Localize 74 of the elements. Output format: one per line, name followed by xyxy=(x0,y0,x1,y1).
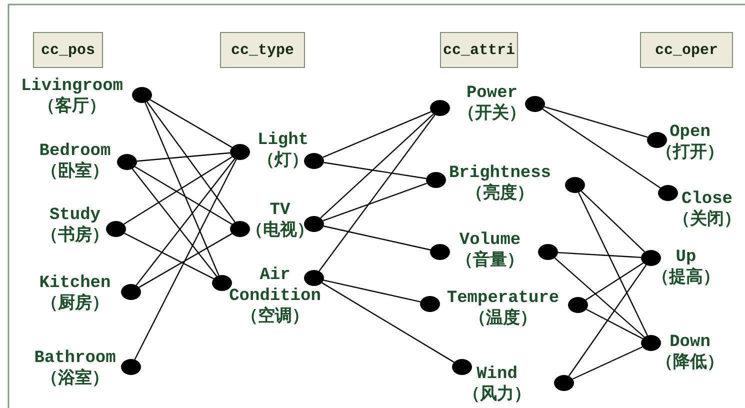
connector-line xyxy=(322,182,428,222)
connector-line xyxy=(124,156,232,225)
item-label: Open （打开） xyxy=(656,122,724,164)
item-label: Air Condition （空调） xyxy=(229,265,321,328)
connector-line xyxy=(322,282,454,363)
connector-line xyxy=(136,158,236,286)
dot xyxy=(420,296,440,312)
dot xyxy=(430,244,450,260)
dot xyxy=(304,153,324,169)
connector-line xyxy=(134,159,237,360)
connector-line xyxy=(585,262,644,300)
dot xyxy=(121,359,141,375)
item-label: Brightness （亮度） xyxy=(448,163,552,205)
connector-line xyxy=(136,152,230,162)
dot xyxy=(304,270,324,286)
connector-line xyxy=(558,252,642,258)
connector-line xyxy=(138,233,232,288)
header-box: cc_pos xyxy=(33,32,103,68)
item-label: TV （电视） xyxy=(246,200,314,242)
connector-line xyxy=(320,114,434,218)
item-label: Volume （音量） xyxy=(456,230,524,272)
dot xyxy=(106,221,126,237)
connector-line xyxy=(144,102,220,276)
connector-line xyxy=(580,190,646,252)
connector-line xyxy=(134,166,232,225)
item-label: Temperature （温度） xyxy=(446,288,560,330)
header-box: cc_oper xyxy=(640,32,733,68)
dot xyxy=(452,359,472,375)
header-box: cc_attri xyxy=(440,32,518,68)
connector-line xyxy=(324,280,420,302)
item-label: Close （关闭） xyxy=(673,189,741,231)
connector-line xyxy=(146,102,236,222)
connector-line xyxy=(124,232,214,280)
connector-line xyxy=(324,226,430,250)
dot xyxy=(230,144,250,160)
dot xyxy=(647,132,667,148)
item-label: Down （降低） xyxy=(656,332,724,374)
dot xyxy=(117,154,137,170)
connector-line xyxy=(572,346,643,380)
item-label: Up （提高） xyxy=(652,247,720,289)
dot xyxy=(641,335,661,351)
dot xyxy=(430,100,450,116)
item-label: Livingroom （客厅） xyxy=(20,76,124,118)
item-label: Wind （风力） xyxy=(463,364,531,406)
connector-line xyxy=(132,168,218,277)
dot xyxy=(568,297,588,313)
item-label: Study （书房） xyxy=(41,205,109,247)
dot xyxy=(554,375,574,391)
dot xyxy=(304,216,324,232)
item-label: Bedroom （卧室） xyxy=(39,141,111,183)
connector-line xyxy=(322,111,432,158)
connector-line xyxy=(554,257,645,338)
connector-line xyxy=(586,308,643,340)
dot xyxy=(538,244,558,260)
connector-line xyxy=(318,114,436,272)
dot xyxy=(641,250,661,266)
dot xyxy=(121,284,141,300)
dot xyxy=(658,185,678,201)
item-label: Bathroom （浴室） xyxy=(34,348,116,390)
dot xyxy=(230,221,250,237)
connector-line xyxy=(542,108,661,188)
dot xyxy=(525,96,545,112)
header-box: cc_type xyxy=(220,32,305,68)
connector-line xyxy=(324,162,426,180)
item-label: Kitchen （厨房） xyxy=(39,273,111,315)
dot xyxy=(565,177,585,193)
dot xyxy=(132,87,152,103)
item-label: Power （开关） xyxy=(458,83,526,125)
dot xyxy=(426,172,446,188)
connector-line xyxy=(578,192,648,336)
connector-line xyxy=(150,99,232,148)
connector-line xyxy=(568,264,647,376)
item-label: Light （灯） xyxy=(258,130,308,172)
connector-line xyxy=(544,106,648,138)
